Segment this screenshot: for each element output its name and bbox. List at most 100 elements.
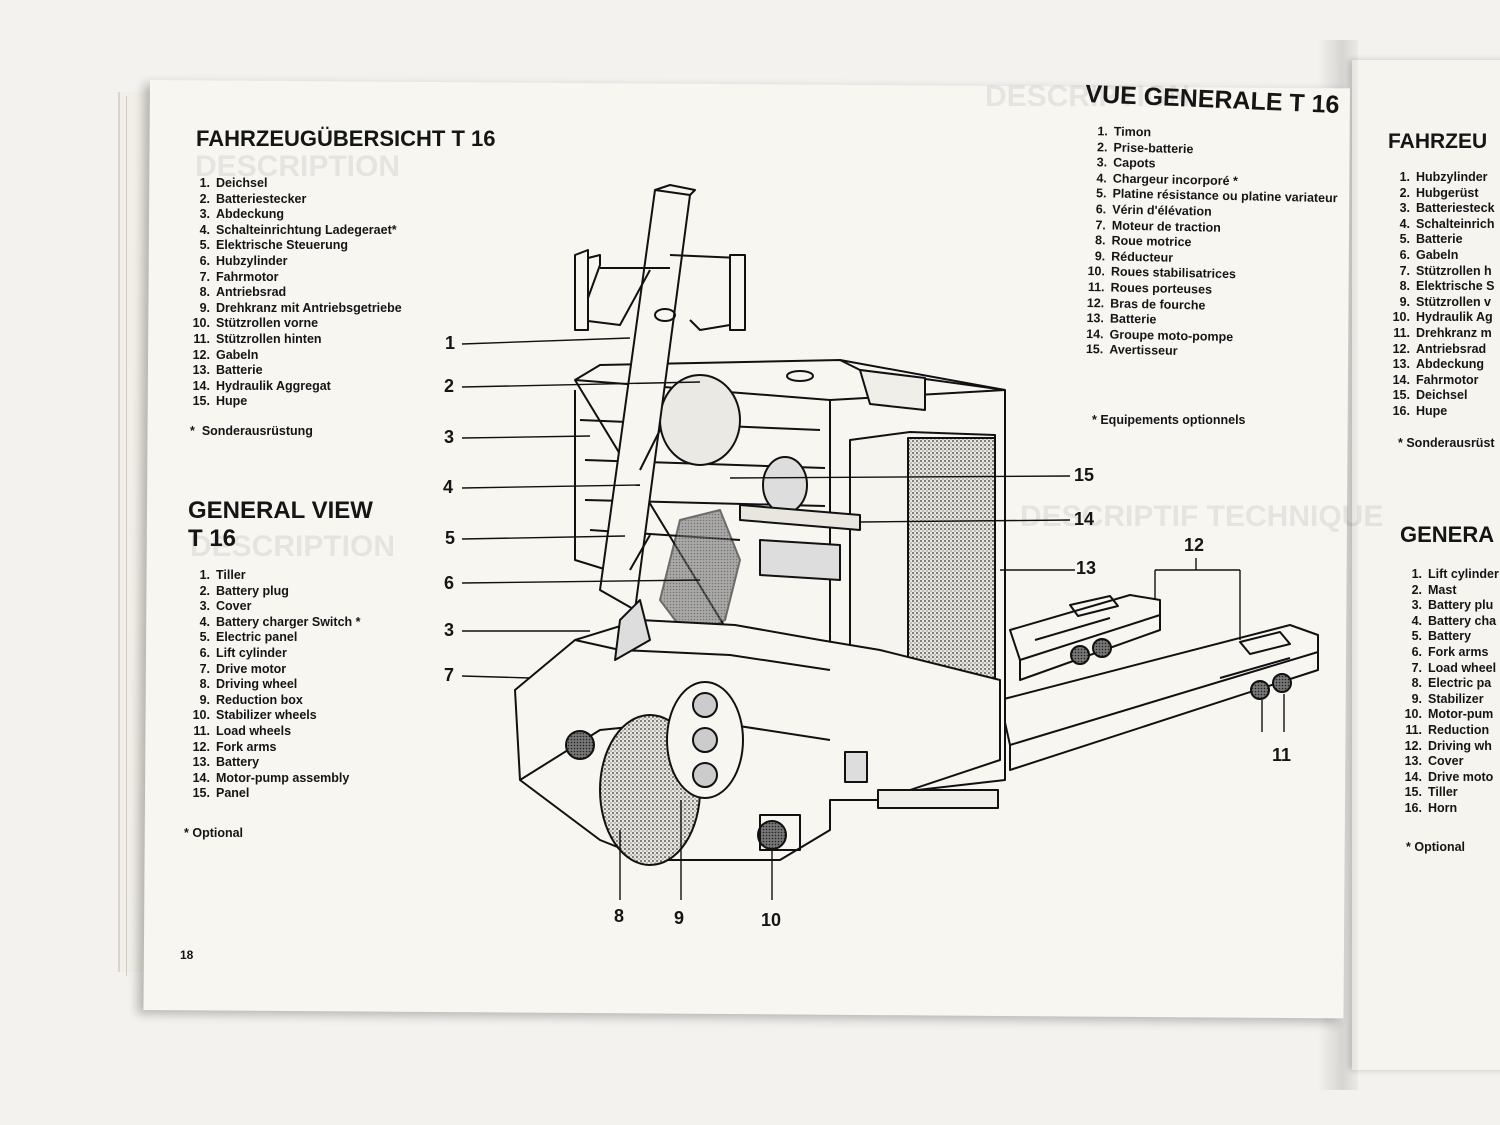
list-item: 8.Driving wheel	[190, 677, 361, 693]
leader-line	[461, 484, 641, 489]
list-item-label: Stützrollen v	[1416, 294, 1492, 309]
list-item: 7.Stützrollen h	[1390, 264, 1495, 280]
list-item-label: Driving wheel	[216, 677, 298, 692]
list-item-label: Load wheels	[216, 723, 292, 738]
bleed-through-text: DESCRIPTION	[985, 80, 1191, 113]
list-item: 2.Battery plug	[190, 584, 361, 600]
list-item-label: Driving wh	[1428, 738, 1492, 753]
list-item-number: 7.	[199, 661, 210, 676]
list-item: 4.Schalteinrich	[1390, 217, 1495, 233]
list-item-label: Hubzylinder	[216, 253, 288, 268]
list-item-number: 16.	[1392, 403, 1410, 418]
list-item: 7.Load wheel	[1402, 661, 1499, 677]
english-note: * Optional	[184, 826, 244, 840]
list-item-label: Abdeckung	[216, 207, 285, 222]
list-item: 9.Reduction box	[190, 693, 361, 709]
list-item-number: 10.	[192, 708, 210, 723]
list-item: 13.Cover	[1402, 754, 1499, 770]
list-item-label: Stabilizer	[1428, 691, 1484, 706]
list-item-label: Hydraulik Ag	[1416, 310, 1493, 325]
list-item-number: 2.	[199, 191, 210, 206]
callout-6: 6	[444, 573, 455, 593]
list-item: 4.Schalteinrichtung Ladegeraet*	[190, 223, 402, 239]
list-item: 8.Elektrische S	[1390, 279, 1495, 295]
callout-9: 9	[674, 908, 685, 928]
list-item-number: 14.	[192, 770, 210, 785]
list-item: 4.Battery charger Switch *	[190, 615, 361, 631]
list-item-number: 3.	[199, 599, 210, 614]
list-item-number: 7.	[1411, 660, 1422, 675]
callout-1: 1	[445, 333, 456, 353]
list-item-label: Battery	[1428, 629, 1472, 644]
list-item: 14. Drive moto	[1402, 770, 1499, 786]
french-note: * Equipements optionnels	[1092, 413, 1246, 427]
list-item: 1. Lift cylinder	[1402, 567, 1499, 583]
list-item-label: Deichsel	[216, 176, 268, 190]
list-item: 6.Fork arms	[1402, 645, 1499, 661]
list-item-label: Fork arms	[216, 739, 277, 754]
list-item-label: Battery charger Switch *	[216, 614, 361, 629]
list-item: 14. Motor-pump assembly	[190, 771, 361, 787]
list-item-number: 13.	[192, 363, 210, 378]
page-number: 18	[180, 948, 194, 962]
list-item-number: 11.	[1393, 325, 1410, 340]
list-item-label: Lift cylinder	[1428, 567, 1499, 581]
list-item-label: Cover	[216, 599, 252, 614]
list-item-number: 1.	[1411, 567, 1422, 581]
list-item: 15.Hupe	[190, 394, 402, 410]
list-item-label: Drive moto	[1428, 769, 1494, 784]
list-item-number: 7.	[199, 269, 210, 284]
list-item-number: 12.	[1404, 738, 1422, 753]
list-item-number: 14.	[1392, 372, 1410, 387]
list-item: 14.Fahrmotor	[1390, 373, 1495, 389]
list-item-label: Schalteinrich	[1416, 216, 1495, 231]
leader-line	[461, 337, 631, 345]
list-item-label: Abdeckung	[1416, 357, 1485, 372]
list-item: 12.Antriebsrad	[1390, 342, 1495, 358]
list-item-number: 10.	[1404, 707, 1422, 722]
list-item-number: 9.	[199, 300, 210, 315]
list-item-label: Motor-pump assembly	[216, 770, 350, 785]
list-item-label: Batterie	[216, 363, 263, 378]
list-item-number: 3.	[1399, 201, 1410, 216]
list-item-number: 7.	[1399, 263, 1410, 278]
list-item-label: Battery plu	[1428, 598, 1494, 613]
list-item-number: 8.	[199, 285, 210, 300]
next-page-note-2: * Optional	[1406, 840, 1466, 854]
list-item-label: Cover	[1428, 754, 1464, 769]
callout-12: 12	[1184, 535, 1205, 555]
list-item: 16.Horn	[1402, 801, 1499, 817]
list-item-label: Hupe	[216, 394, 248, 409]
list-item: 8.Electric pa	[1402, 676, 1499, 692]
list-item: 9.Stützrollen v	[1390, 295, 1495, 311]
list-item: 12.Fork arms	[190, 740, 361, 756]
list-item-label: Antriebsrad	[1416, 341, 1487, 356]
leader-line	[461, 579, 701, 584]
list-item-label: Tiller	[1428, 785, 1458, 800]
list-item-label: Batteriesteck	[1416, 201, 1495, 216]
leader-line	[461, 675, 531, 679]
list-item: 10.Hydraulik Ag	[1390, 310, 1495, 326]
list-item-number: 5.	[199, 238, 210, 253]
list-item: 6.Gabeln	[1390, 248, 1495, 264]
english-title-line2: T 16	[188, 525, 237, 552]
callout-15: 15	[1074, 465, 1095, 485]
list-item-number: 13.	[1392, 357, 1410, 372]
list-item-number: 5.	[1399, 232, 1410, 247]
german-note: * Sonderausrüstung	[190, 424, 313, 438]
leader-line	[461, 535, 626, 540]
list-item-label: Tiller	[216, 568, 246, 582]
list-item-label: Electric pa	[1428, 676, 1492, 691]
list-item-label: Drive motor	[216, 661, 287, 676]
list-item-label: Elektrische Steuerung	[216, 238, 348, 253]
list-item-number: 14.	[1404, 769, 1422, 784]
list-item-label: Drehkranz m	[1416, 325, 1492, 340]
list-item: 12. Driving wh	[1402, 739, 1499, 755]
list-item-label: Electric panel	[216, 630, 298, 645]
list-item-number: 6.	[1399, 247, 1410, 262]
list-item-number: 5.	[199, 630, 210, 645]
list-item-number: 8.	[1399, 279, 1410, 294]
list-item-label: Gabeln	[216, 347, 259, 362]
